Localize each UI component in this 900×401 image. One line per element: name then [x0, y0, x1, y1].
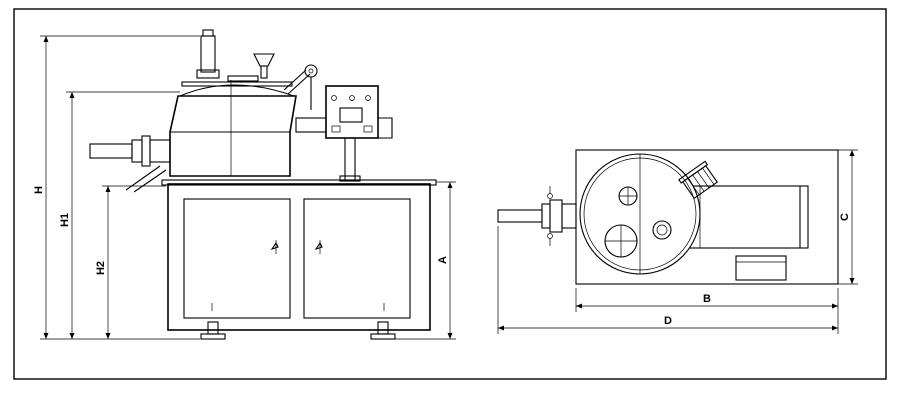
control-panel	[325, 85, 379, 139]
plan-discharge-spout	[497, 186, 577, 246]
dimension-D: D	[497, 226, 839, 334]
plan-cutter-box	[678, 160, 718, 199]
door-handle-left-icon	[270, 240, 279, 254]
dimension-label-B: B	[703, 293, 711, 305]
door-handle-right-icon	[314, 240, 323, 254]
cabinet-door-left	[183, 198, 291, 319]
dimension-label-C: C	[839, 213, 851, 221]
top-plan-view: B D C	[497, 149, 858, 334]
dimension-label-H2: H2	[95, 261, 107, 275]
cabinet-door-right	[303, 198, 411, 319]
dimension-H2: H2	[95, 185, 166, 339]
plan-motor-box	[735, 255, 787, 281]
dimension-B: B	[575, 288, 839, 312]
discharge-spout	[89, 135, 171, 193]
plan-port-medium	[652, 220, 672, 240]
base-cabinet	[167, 183, 431, 331]
dimension-C: C	[838, 149, 858, 285]
dimension-label-H: H	[33, 186, 45, 194]
dimension-A: A	[395, 181, 456, 340]
dimension-label-D: D	[664, 315, 672, 327]
dimension-label-A: A	[437, 256, 449, 264]
feed-hopper-icon	[253, 53, 275, 79]
dimension-H: H	[33, 35, 200, 340]
dimension-label-H1: H1	[59, 213, 71, 227]
front-elevation-view: H H1 H2 A	[33, 29, 456, 340]
dimension-H1: H1	[59, 91, 180, 339]
